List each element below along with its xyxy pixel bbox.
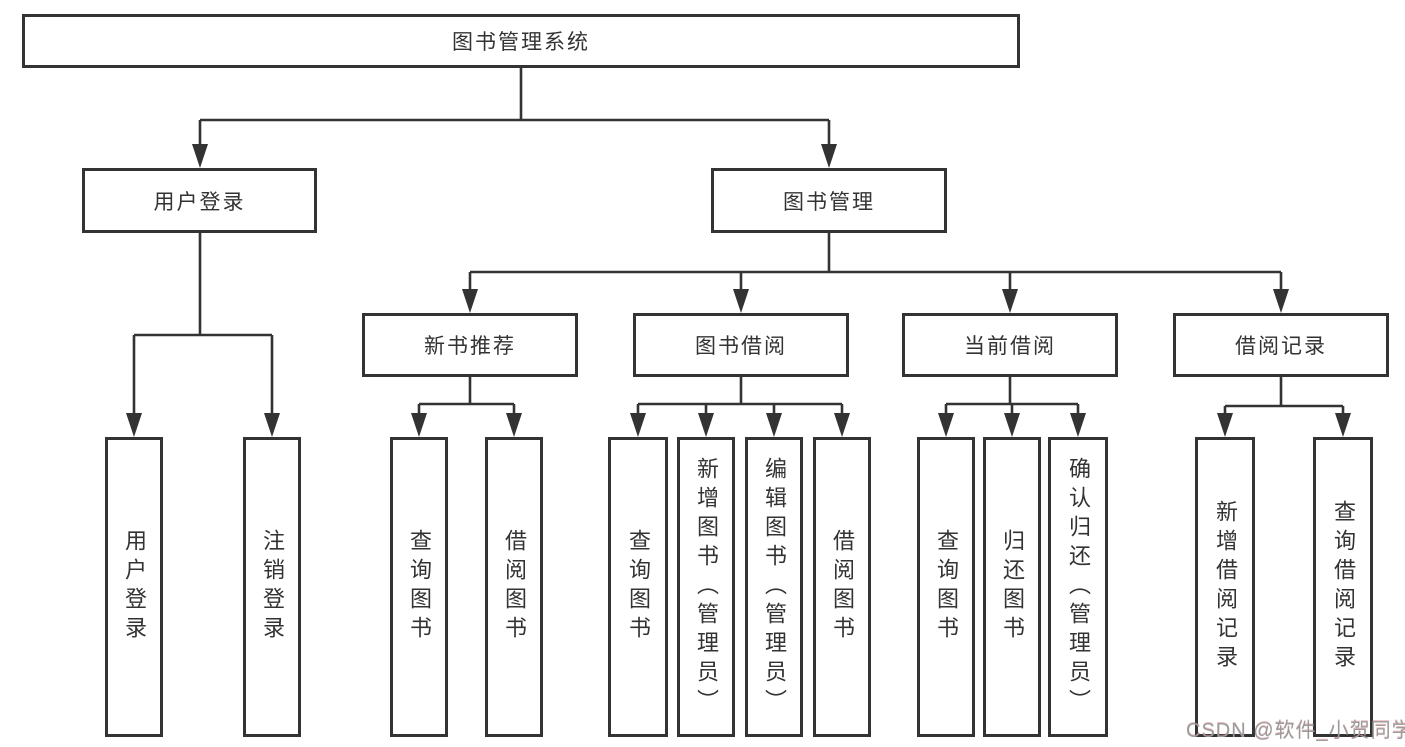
leaf-query-book-3: 查询图书 xyxy=(917,437,975,737)
leaf-add-book-admin: 新增图书（管理员） xyxy=(677,437,735,737)
leaf-query-book-2: 查询图书 xyxy=(608,437,668,737)
leaf-confirm-return-admin: 确认归还（管理员） xyxy=(1048,437,1108,737)
leaf-logout: 注销登录 xyxy=(243,437,301,737)
node-user-login: 用户登录 xyxy=(82,168,317,233)
node-new-book-recommendation: 新书推荐 xyxy=(362,313,578,377)
leaf-query-borrow-record: 查询借阅记录 xyxy=(1313,437,1373,737)
leaf-add-borrow-record: 新增借阅记录 xyxy=(1195,437,1255,737)
node-library-management-system: 图书管理系统 xyxy=(22,14,1020,68)
leaf-edit-book-admin: 编辑图书（管理员） xyxy=(745,437,803,737)
node-borrowing-records: 借阅记录 xyxy=(1173,313,1389,377)
leaf-user-login: 用户登录 xyxy=(105,437,163,737)
csdn-watermark: CSDN @软件_小贺同学 xyxy=(1186,720,1405,742)
leaf-query-book-1: 查询图书 xyxy=(390,437,448,737)
node-current-borrowing: 当前借阅 xyxy=(902,313,1118,377)
leaf-borrow-book-1: 借阅图书 xyxy=(485,437,543,737)
node-book-borrowing: 图书借阅 xyxy=(633,313,849,377)
leaf-return-book: 归还图书 xyxy=(983,437,1041,737)
leaf-borrow-book-2: 借阅图书 xyxy=(813,437,871,737)
node-book-management: 图书管理 xyxy=(711,168,947,233)
